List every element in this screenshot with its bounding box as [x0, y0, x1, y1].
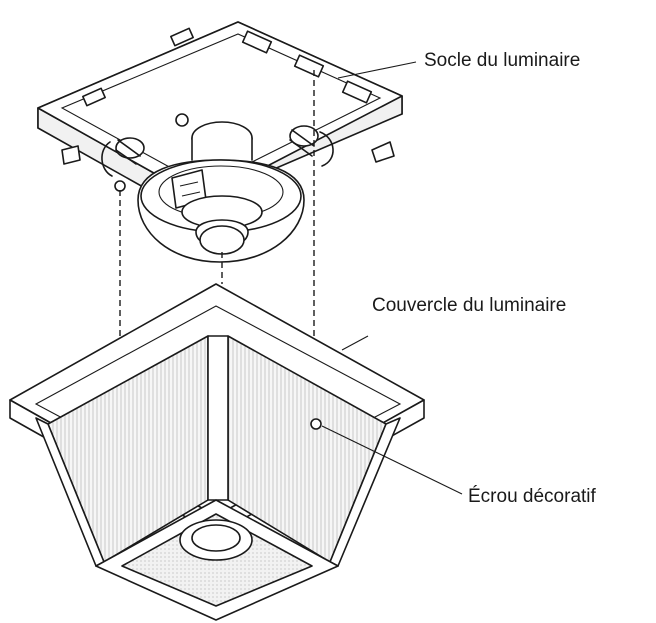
- socket-housing: [137, 159, 305, 263]
- fixture-cover: [9, 283, 425, 621]
- left-mounting-screw: [101, 137, 145, 177]
- nut-label: Écrou décoratif: [468, 486, 597, 507]
- cover-label: Couvercle du luminaire: [372, 295, 566, 316]
- callout-leaders: [321, 61, 463, 495]
- base-label: Socle du luminaire: [424, 50, 580, 71]
- center-finial: [179, 519, 253, 561]
- decorative-nut: [310, 418, 322, 430]
- right-mounting-screw: [289, 125, 334, 167]
